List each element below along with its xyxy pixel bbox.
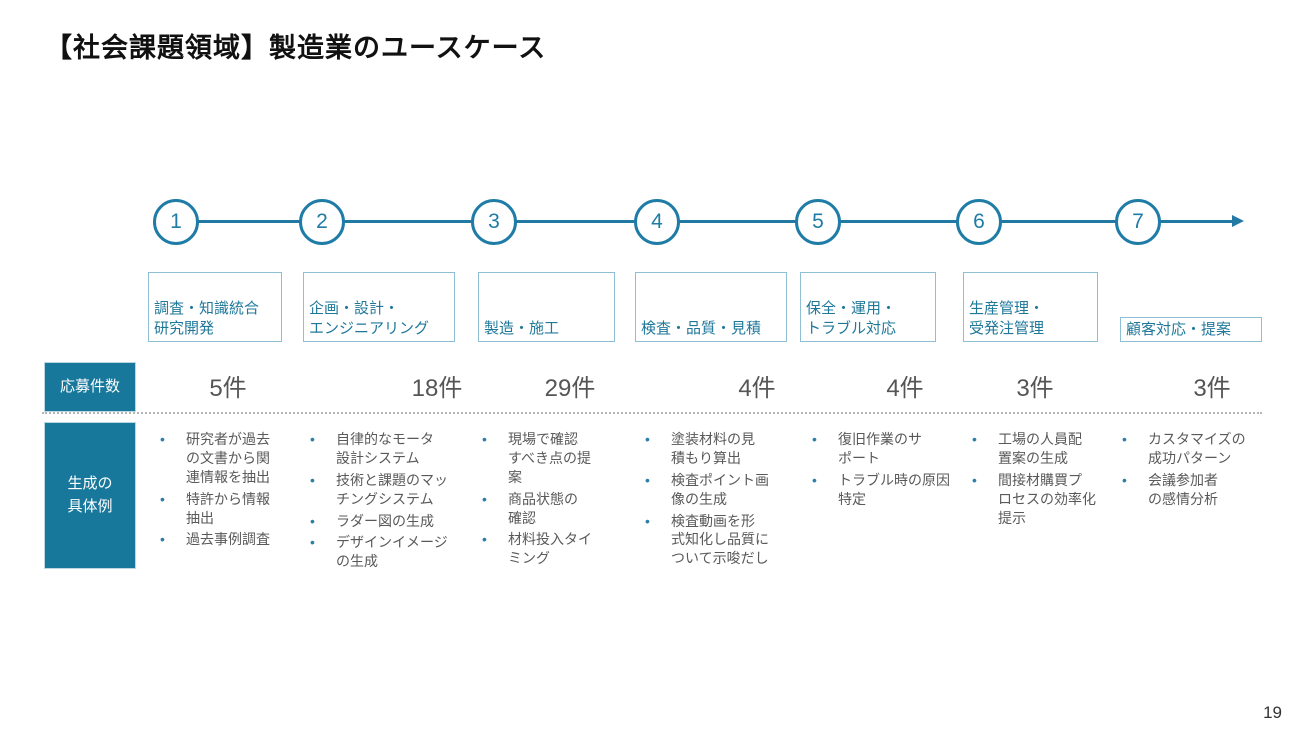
category-box-2: 企画・設計・ エンジニアリング: [303, 272, 455, 342]
list-item: • 過去事例調査: [156, 530, 296, 549]
bullet-icon: •: [645, 471, 650, 488]
example-text: 特許から情報 抽出: [186, 490, 270, 526]
count-7: 3件: [1193, 375, 1231, 402]
list-item: • 間接材購買プ ロセスの効率化 提示: [968, 471, 1126, 528]
bullet-icon: •: [160, 490, 165, 507]
timeline-step-3: 3: [471, 199, 517, 245]
bullet-icon: •: [1122, 431, 1127, 447]
bullet-icon: •: [645, 431, 650, 447]
examples-list-7: • カスタマイズの 成功パターン • 会議参加者 の感情分析: [1118, 430, 1278, 512]
example-text: 研究者が過去 の文書から関 連情報を抽出: [186, 431, 270, 485]
count-5: 4件: [886, 375, 924, 402]
examples-list-1: • 研究者が過去 の文書から関 連情報を抽出 • 特許から情報 抽出 • 過去事例調査: [156, 430, 296, 552]
list-item: • 復旧作業のサ ポート: [808, 430, 968, 468]
bullet-icon: •: [482, 531, 487, 548]
bullet-icon: •: [645, 512, 650, 529]
bullet-icon: •: [812, 431, 817, 447]
example-text: 復旧作業のサ ポート: [838, 431, 922, 466]
examples-list-6: • 工場の人員配 置案の生成 • 間接材購買プ ロセスの効率化 提示: [968, 430, 1126, 530]
list-item: • 検査動画を形 式知化し品質に ついて示唆だし: [641, 512, 801, 569]
example-text: 検査動画を形 式知化し品質に ついて示唆だし: [671, 512, 769, 567]
list-item: • ラダー図の生成: [306, 512, 464, 531]
list-item: • 技術と課題のマッ チングシステム: [306, 471, 464, 509]
example-text: 間接材購買プ ロセスの効率化 提示: [998, 471, 1096, 526]
timeline-step-1: 1: [153, 199, 199, 245]
example-text: デザインイメージ の生成: [336, 534, 448, 570]
list-item: • 研究者が過去 の文書から関 連情報を抽出: [156, 430, 296, 487]
example-text: 技術と課題のマッ チングシステム: [336, 471, 448, 507]
example-text: 工場の人員配 置案の生成: [998, 431, 1082, 466]
category-box-5: 保全・運用・ トラブル対応: [800, 272, 936, 342]
bullet-icon: •: [812, 471, 817, 488]
row-label-examples: 生成の 具体例: [45, 423, 135, 568]
example-text: 材料投入タイ ミング: [508, 531, 592, 567]
example-text: ラダー図の生成: [336, 512, 434, 529]
timeline-step-4: 4: [634, 199, 680, 245]
example-text: 検査ポイント画 像の生成: [671, 471, 769, 507]
example-text: 自律的なモータ 設計システム: [336, 431, 434, 466]
category-box-3: 製造・施工: [478, 272, 615, 342]
bullet-icon: •: [160, 431, 165, 447]
examples-list-4: • 塗装材料の見 積もり算出 • 検査ポイント画 像の生成 • 検査動画を形 式知化し…: [641, 430, 801, 571]
bullet-icon: •: [310, 534, 315, 551]
timeline-step-5: 5: [795, 199, 841, 245]
dotted-divider: [42, 412, 1262, 414]
list-item: • 特許から情報 抽出: [156, 490, 296, 528]
list-item: • 材料投入タイ ミング: [478, 530, 626, 568]
category-box-7: 顧客対応・提案: [1120, 317, 1262, 342]
page-title: 【社会課題領域】製造業のユースケース: [45, 33, 547, 63]
list-item: • カスタマイズの 成功パターン: [1118, 430, 1278, 468]
list-item: • 現場で確認 すべき点の提 案: [478, 430, 626, 487]
examples-list-3: • 現場で確認 すべき点の提 案 • 商品状態の 確認 • 材料投入タイ ミング: [478, 430, 626, 571]
timeline-step-7: 7: [1115, 199, 1161, 245]
row-label-applications: 応募件数: [45, 363, 135, 411]
list-item: • 検査ポイント画 像の生成: [641, 471, 801, 509]
count-4: 4件: [738, 375, 776, 402]
list-item: • トラブル時の原因 特定: [808, 471, 968, 509]
count-6: 3件: [1016, 375, 1054, 402]
examples-list-5: • 復旧作業のサ ポート • トラブル時の原因 特定: [808, 430, 968, 512]
example-text: 現場で確認 すべき点の提 案: [508, 431, 592, 485]
count-3: 29件: [544, 375, 596, 402]
bullet-icon: •: [310, 431, 315, 447]
timeline-step-2: 2: [299, 199, 345, 245]
example-text: 塗装材料の見 積もり算出: [671, 431, 755, 466]
bullet-icon: •: [310, 471, 315, 488]
category-box-1: 調査・知識統合 研究開発: [148, 272, 282, 342]
list-item: • 商品状態の 確認: [478, 490, 626, 528]
bullet-icon: •: [1122, 471, 1127, 488]
list-item: • 塗装材料の見 積もり算出: [641, 430, 801, 468]
example-text: 会議参加者 の感情分析: [1148, 471, 1218, 507]
bullet-icon: •: [482, 431, 487, 447]
examples-list-2: • 自律的なモータ 設計システム • 技術と課題のマッ チングシステム • ラダー図の…: [306, 430, 464, 574]
bullet-icon: •: [160, 531, 165, 548]
bullet-icon: •: [482, 490, 487, 507]
list-item: • 自律的なモータ 設計システム: [306, 430, 464, 468]
bullet-icon: •: [310, 512, 315, 529]
example-text: トラブル時の原因 特定: [838, 471, 950, 507]
list-item: • 工場の人員配 置案の生成: [968, 430, 1126, 468]
example-text: 商品状態の 確認: [508, 490, 578, 526]
bullet-icon: •: [972, 431, 977, 447]
timeline-line: [176, 220, 1232, 223]
example-text: 過去事例調査: [186, 531, 270, 548]
timeline-arrow-icon: [1232, 215, 1244, 227]
bullet-icon: •: [972, 471, 977, 488]
example-text: カスタマイズの 成功パターン: [1148, 431, 1246, 466]
list-item: • デザインイメージ の生成: [306, 533, 464, 571]
category-box-4: 検査・品質・見積: [635, 272, 787, 342]
page-number: 19: [1263, 703, 1282, 722]
count-2: 18件: [411, 375, 463, 402]
category-box-6: 生産管理・ 受発注管理: [963, 272, 1098, 342]
list-item: • 会議参加者 の感情分析: [1118, 471, 1278, 509]
count-1: 5件: [209, 375, 247, 402]
timeline-step-6: 6: [956, 199, 1002, 245]
